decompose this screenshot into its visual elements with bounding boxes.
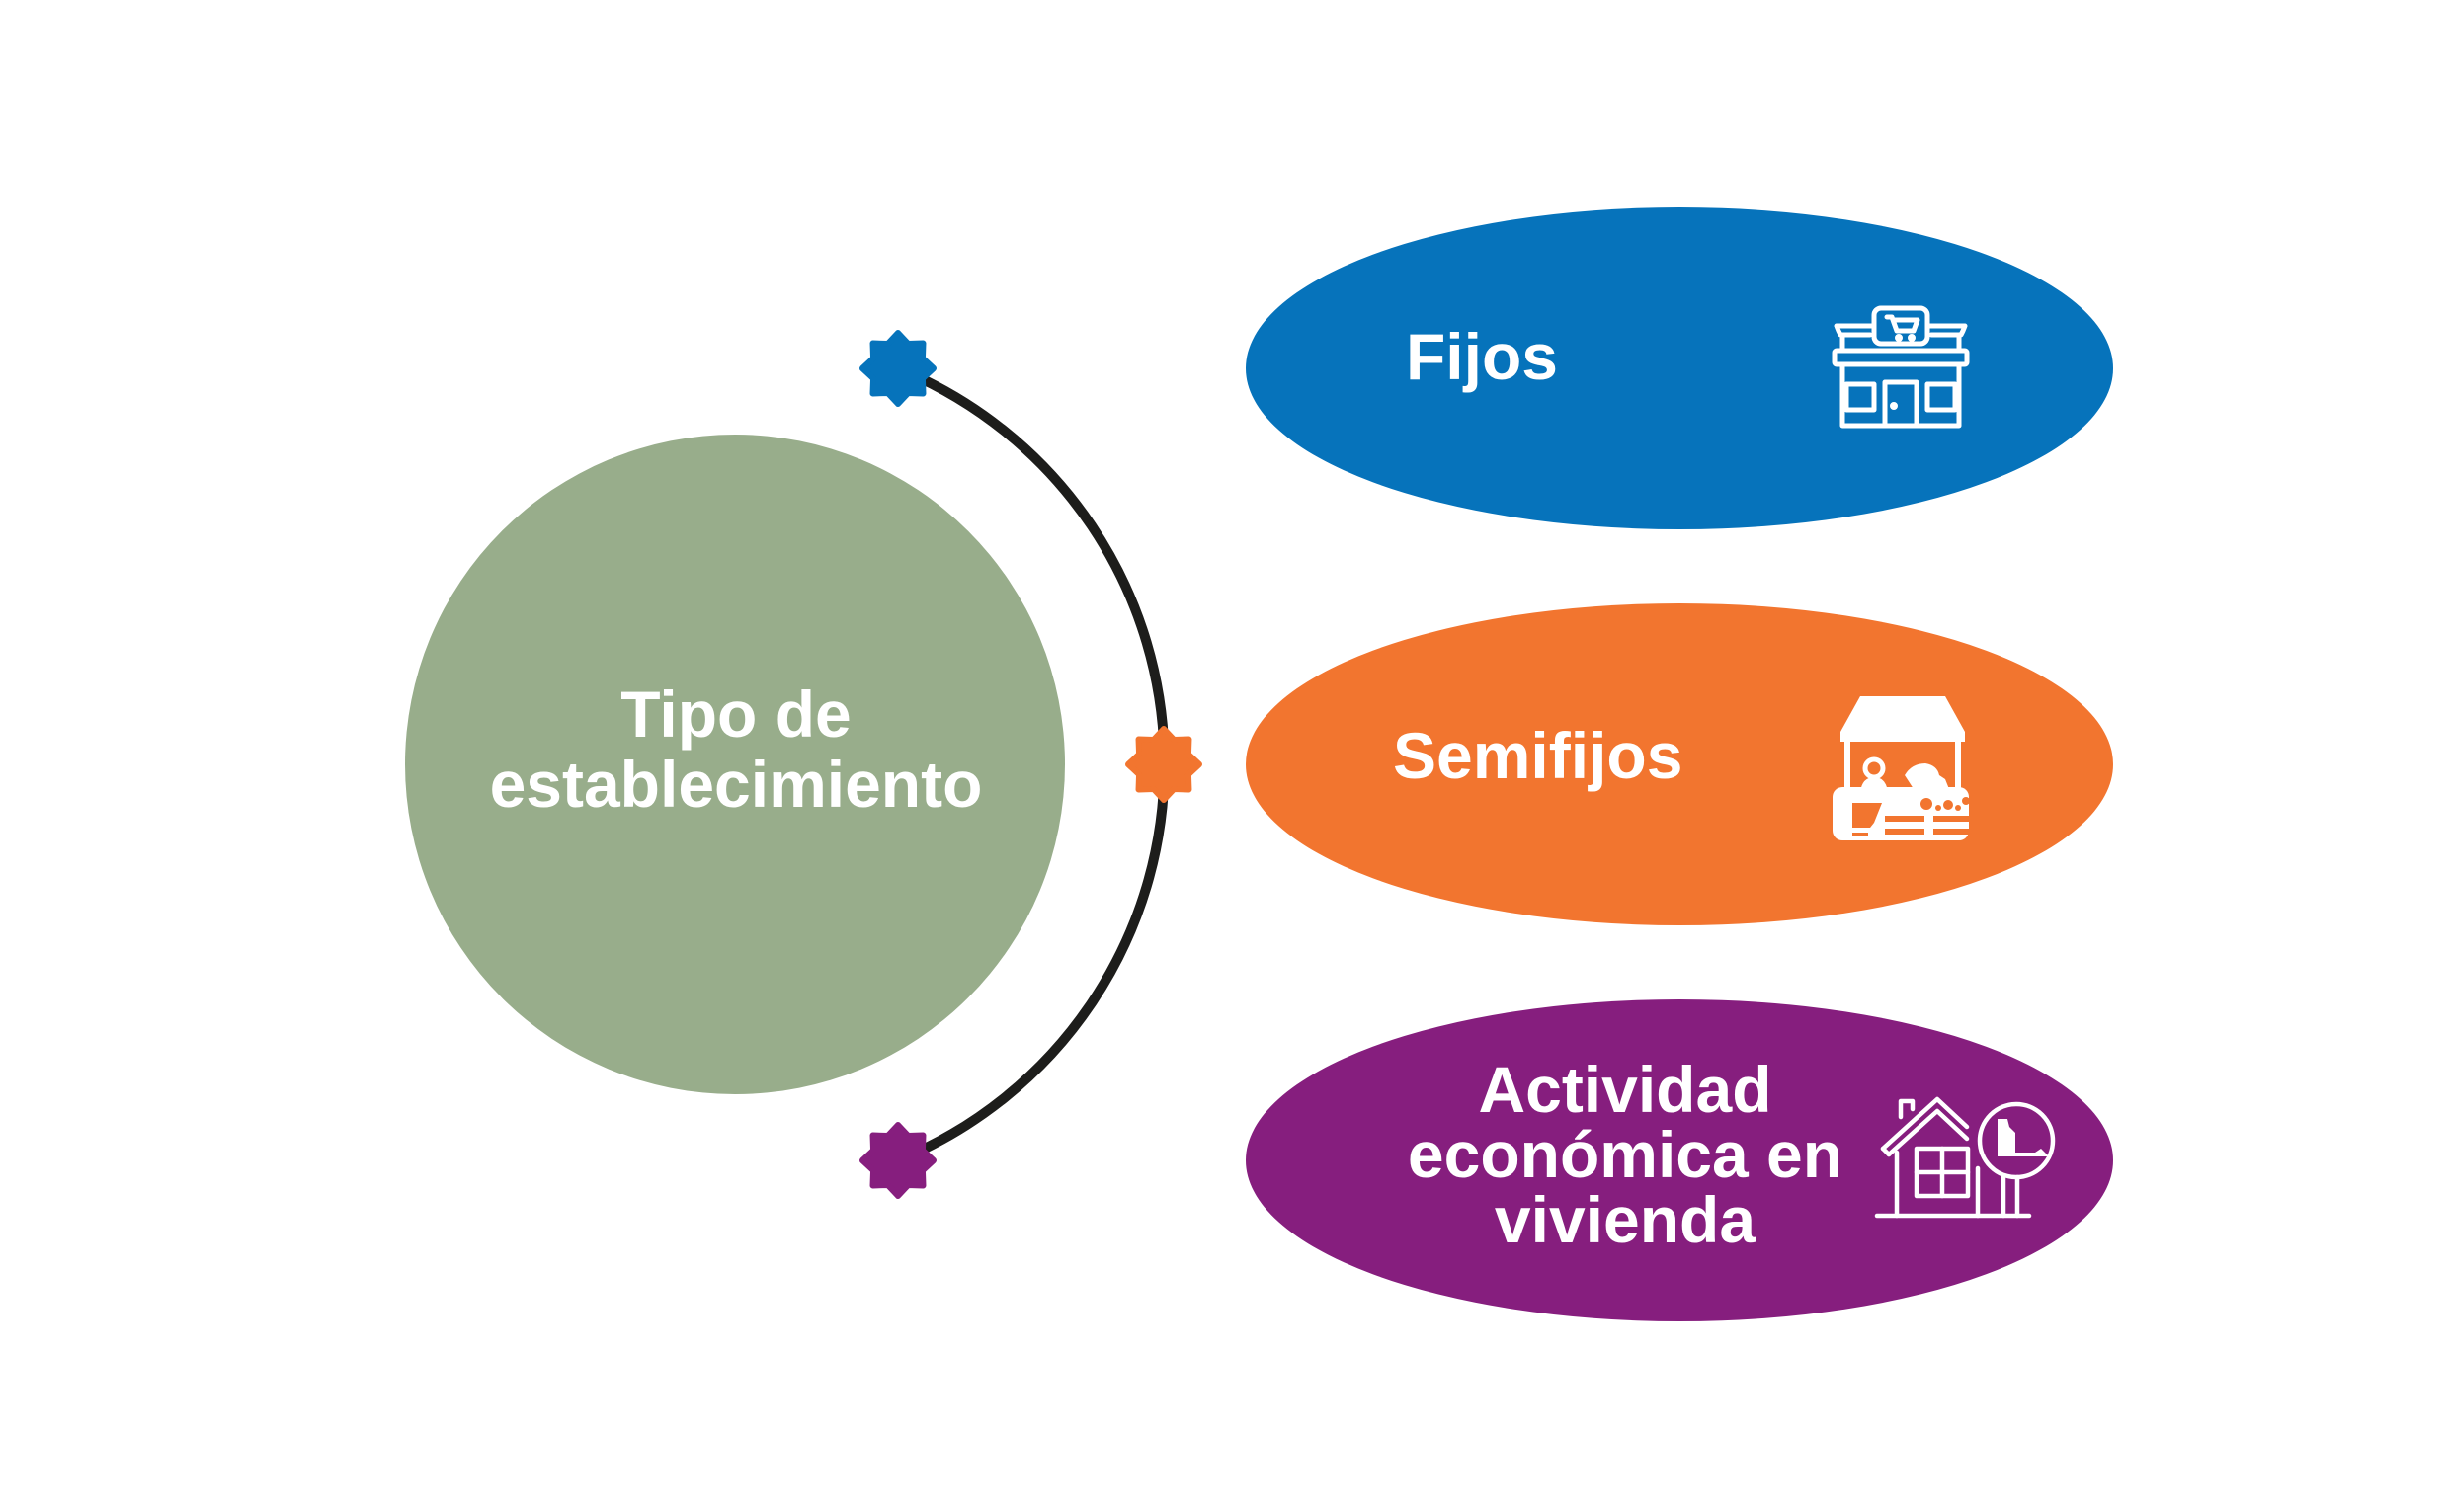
center-label-line2: establecimiento xyxy=(489,748,983,822)
star-node-icon-middle xyxy=(1125,726,1202,803)
center-circle xyxy=(405,435,1065,1094)
branch-label-semifijos-text: Semifijos xyxy=(1393,719,1683,792)
branch-ellipse-semifijos xyxy=(1246,603,2113,925)
center-label-line1: Tipo de xyxy=(620,677,852,751)
branch-label-vivienda-line3: vivienda xyxy=(1494,1183,1756,1256)
branch-label-vivienda-line1: Actividad xyxy=(1478,1053,1772,1126)
branch-label-vivienda: Actividad económica en vivienda xyxy=(1378,1057,1872,1252)
branch-label-semifijos: Semifijos xyxy=(1363,719,1758,792)
branch-ellipse-vivienda xyxy=(1246,999,2113,1321)
star-node-icon-bottom xyxy=(859,1122,937,1199)
market-stall-icon xyxy=(1833,696,1971,840)
branch-label-fijos-text: Fijos xyxy=(1405,320,1558,393)
star-node-shape xyxy=(859,1122,937,1199)
storefront-cart-icon xyxy=(1832,305,1970,429)
house-with-business-sign-icon xyxy=(1874,1096,2056,1219)
star-node-icon-top xyxy=(859,330,937,407)
branch-label-fijos: Fijos xyxy=(1363,320,1600,393)
center-label: Tipo de establecimiento xyxy=(430,677,1042,822)
branch-label-vivienda-line2: económica en xyxy=(1407,1118,1843,1191)
star-node-shape xyxy=(1125,726,1202,803)
star-node-shape xyxy=(859,330,937,407)
branch-ellipse-fijos xyxy=(1246,207,2113,529)
